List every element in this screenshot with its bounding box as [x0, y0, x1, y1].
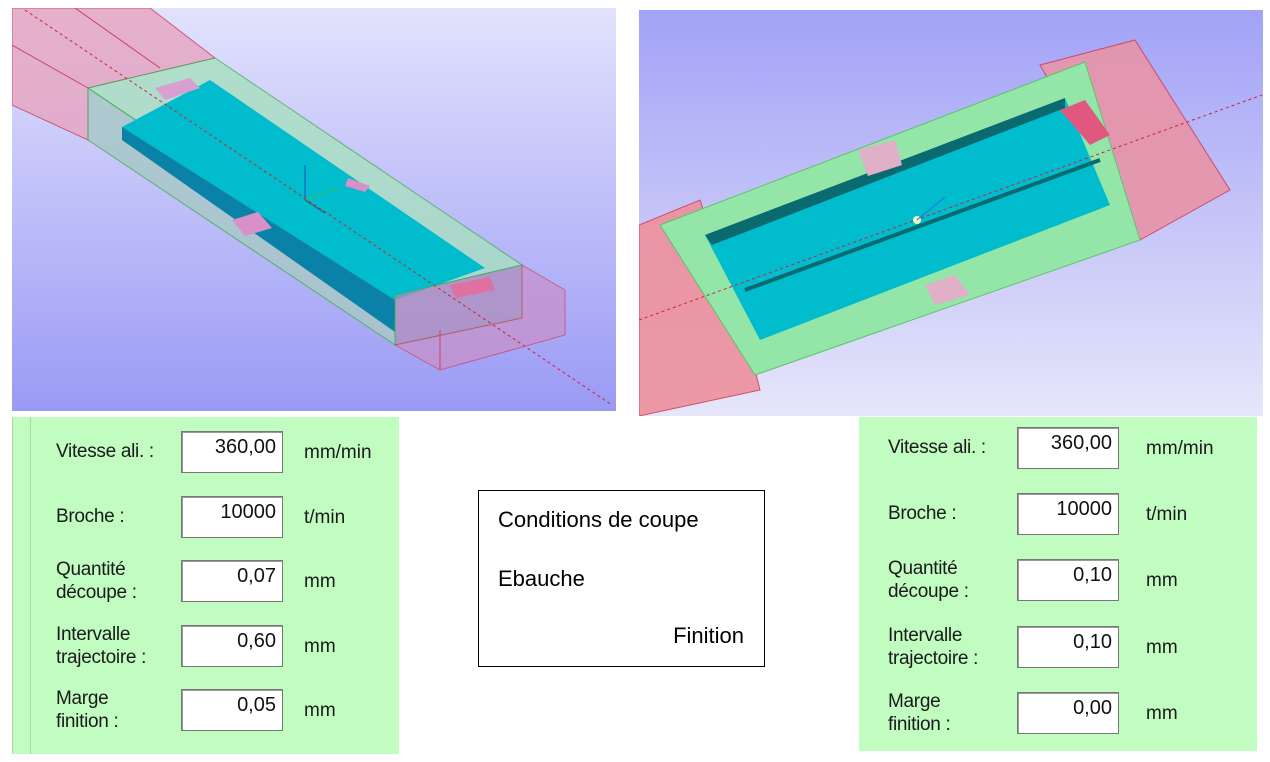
- field-label: Quantité découpe :: [888, 558, 969, 602]
- value-input[interactable]: 0,10: [1017, 626, 1119, 668]
- value-input[interactable]: 10000: [1017, 493, 1119, 535]
- field-label: Intervalle trajectoire :: [56, 624, 147, 668]
- field-label: Broche :: [888, 503, 957, 524]
- field-label: Marge finition :: [888, 691, 951, 735]
- value-input[interactable]: 0,10: [1017, 559, 1119, 601]
- field-label: Marge finition :: [56, 688, 119, 732]
- finishing-3d-view[interactable]: [639, 10, 1263, 416]
- unit-label: mm: [1146, 703, 1178, 724]
- value-input[interactable]: 10000: [181, 496, 283, 538]
- field-label: Broche :: [56, 506, 125, 527]
- value-input[interactable]: 360,00: [1017, 427, 1119, 469]
- unit-label: mm: [1146, 570, 1178, 591]
- field-label: Vitesse ali. :: [56, 441, 154, 462]
- roughing-model-drawing: [12, 8, 613, 406]
- legend-finishing-label: Finition: [673, 623, 744, 648]
- unit-label: t/min: [1146, 504, 1188, 525]
- value-input[interactable]: 0,00: [1017, 692, 1119, 734]
- value-input[interactable]: 0,05: [181, 689, 283, 731]
- unit-label: mm/min: [304, 442, 372, 463]
- cutting-conditions-legend: Conditions de coupe Ebauche Finition: [478, 490, 765, 667]
- unit-label: t/min: [304, 507, 346, 528]
- unit-label: mm: [1146, 637, 1178, 658]
- unit-label: mm/min: [1146, 438, 1214, 459]
- field-label: Intervalle trajectoire :: [888, 625, 979, 669]
- legend-roughing-label: Ebauche: [498, 566, 585, 591]
- value-input[interactable]: 0,07: [181, 560, 283, 602]
- unit-label: mm: [304, 636, 336, 657]
- unit-label: mm: [304, 700, 336, 721]
- field-label: Vitesse ali. :: [888, 437, 986, 458]
- legend-title: Conditions de coupe: [498, 507, 699, 532]
- roughing-3d-view[interactable]: [12, 8, 616, 411]
- value-input[interactable]: 0,60: [181, 625, 283, 667]
- field-label: Quantité découpe :: [56, 559, 137, 603]
- value-input[interactable]: 360,00: [181, 431, 283, 473]
- unit-label: mm: [304, 571, 336, 592]
- finishing-model-drawing: [639, 39, 1263, 416]
